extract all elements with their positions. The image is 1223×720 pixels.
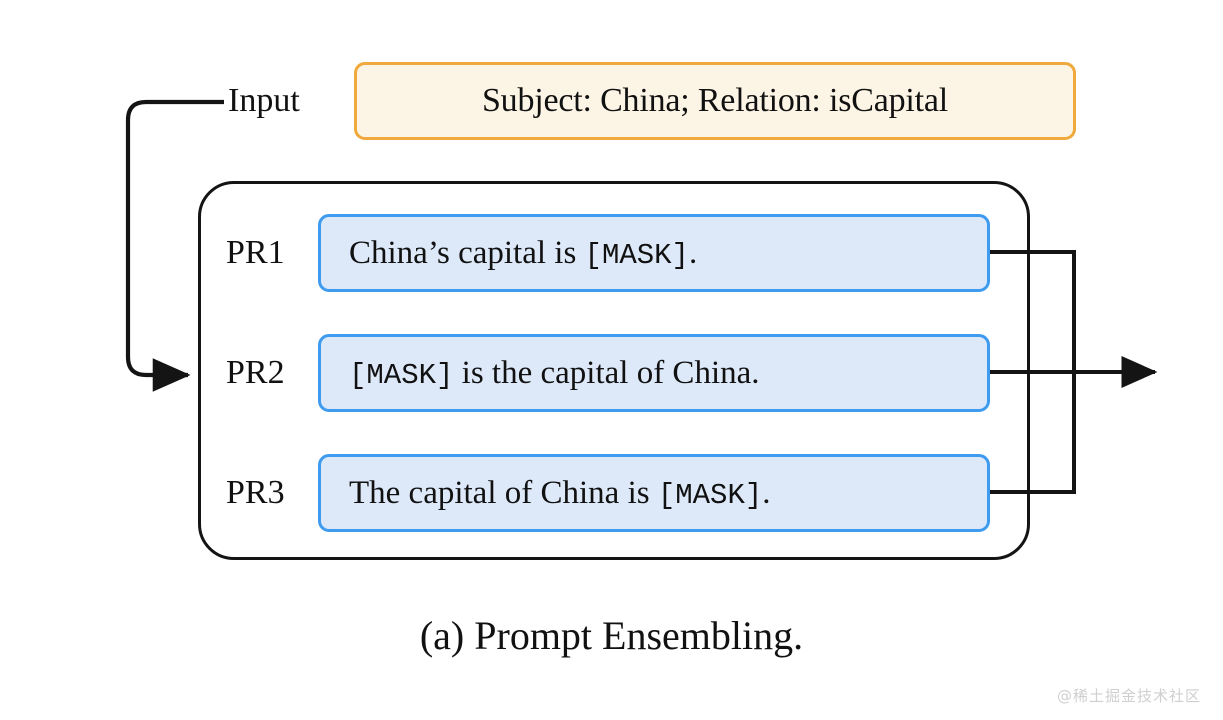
prompt-label-pr3: PR3	[226, 474, 285, 511]
prompt-label-pr1: PR1	[226, 234, 285, 271]
prompt-text-pr3: The capital of China is [MASK].	[321, 475, 771, 512]
input-label: Input	[228, 82, 300, 119]
prompt-ensemble-container	[198, 181, 1030, 560]
input-box-text: Subject: China; Relation: isCapital	[481, 82, 949, 119]
mask-token-pr3: [MASK]	[657, 478, 763, 512]
prompt-box-pr2[interactable]: [MASK] is the capital of China.	[318, 334, 990, 412]
prompt-text-pr3-after: .	[762, 474, 771, 511]
prompt-text-pr1-before: China’s capital is	[349, 234, 585, 271]
watermark: @稀土掘金技术社区	[1056, 687, 1201, 705]
mask-token-pr1: [MASK]	[584, 238, 689, 272]
prompt-label-pr2: PR2	[226, 354, 285, 391]
input-box[interactable]: Subject: China; Relation: isCapital	[354, 62, 1076, 140]
prompt-text-pr3-before: The capital of China is	[349, 474, 658, 511]
prompt-text-pr2-after: is the capital of China.	[453, 354, 760, 391]
prompt-box-pr1[interactable]: China’s capital is [MASK].	[318, 214, 990, 292]
mask-token-pr2: [MASK]	[349, 358, 454, 392]
prompt-box-pr3[interactable]: The capital of China is [MASK].	[318, 454, 990, 532]
prompt-text-pr2: [MASK] is the capital of China.	[321, 355, 760, 392]
prompt-text-pr1-after: .	[688, 234, 698, 271]
prompt-text-pr1: China’s capital is [MASK].	[321, 235, 697, 272]
figure-caption: (a) Prompt Ensembling.	[419, 613, 804, 658]
